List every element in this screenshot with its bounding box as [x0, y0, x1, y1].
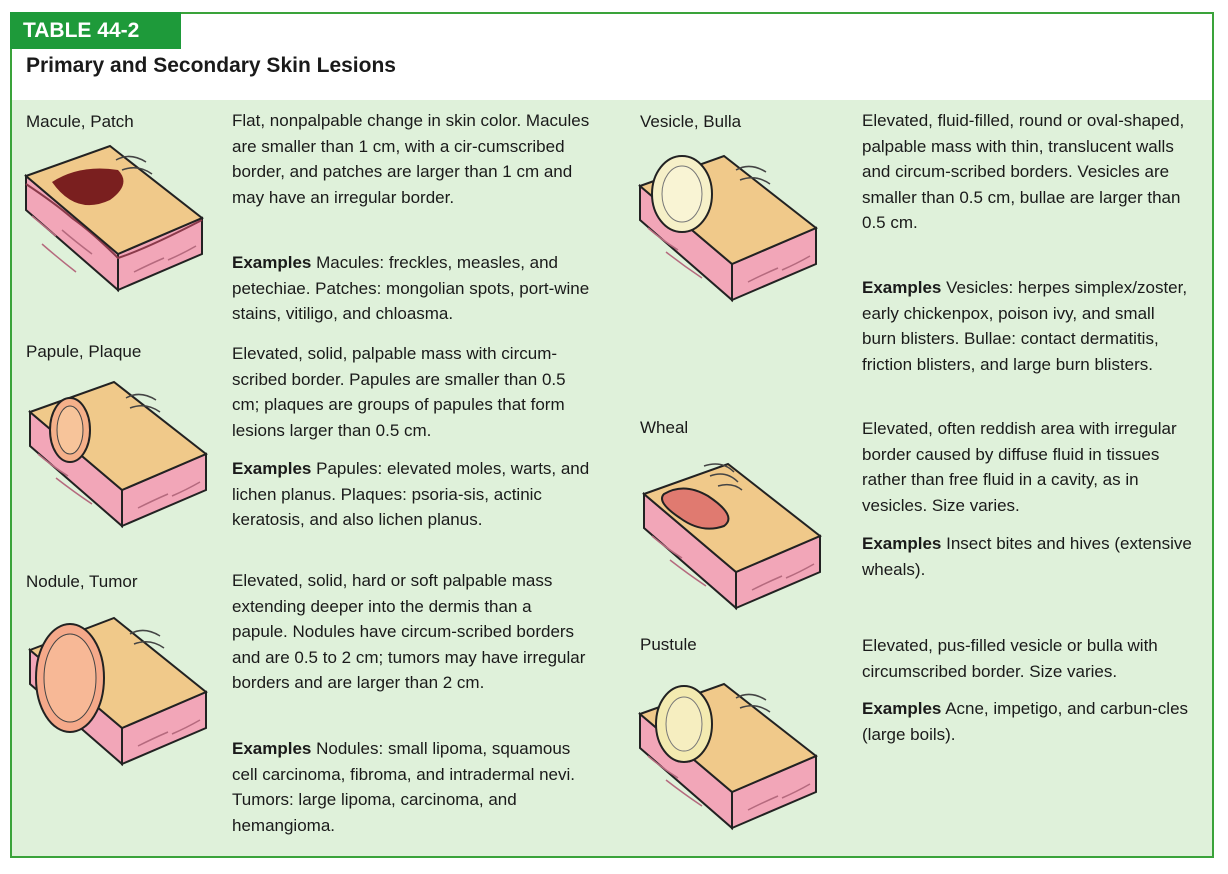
lesion-description: Elevated, solid, palpable mass with circ…	[232, 344, 566, 440]
examples-label: Examples	[232, 739, 312, 758]
lesion-description: Flat, nonpalpable change in skin color. …	[232, 111, 590, 207]
macule-patch-icon	[24, 144, 204, 293]
lesion-description: Elevated, fluid-filled, round or oval-sh…	[862, 111, 1185, 232]
examples-text: Insect bites and hives (extensive wheals…	[862, 534, 1192, 579]
examples-text: Vesicles: herpes simplex/zoster, early c…	[862, 278, 1188, 374]
lesion-description: Elevated, often reddish area with irregu…	[862, 419, 1177, 515]
table-title: Primary and Secondary Skin Lesions	[26, 54, 396, 77]
examples-text: Acne, impetigo, and carbun-cles (large b…	[862, 699, 1189, 744]
lesion-name: Pustule	[640, 635, 697, 654]
pustule-icon	[638, 682, 818, 831]
examples-text: Nodules: small lipoma, squamous cell car…	[232, 739, 575, 835]
lesion-examples: Examples Acne, impetigo, and carbun-cles…	[862, 696, 1192, 747]
lesion-examples: Examples Nodules: small lipoma, squamous…	[232, 736, 592, 838]
examples-label: Examples	[862, 699, 942, 718]
table-tag: TABLE 44-2	[10, 12, 181, 49]
examples-label: Examples	[862, 534, 942, 553]
papule-plaque-icon	[28, 380, 208, 529]
lesion-name: Macule, Patch	[26, 112, 134, 131]
examples-label: Examples	[232, 253, 312, 272]
examples-text: Papules: elevated moles, warts, and lich…	[232, 459, 590, 529]
lesion-panel: Macule, Patch Flat, nonpalpable change i…	[12, 100, 1212, 856]
nodule-tumor-icon	[28, 616, 208, 767]
lesion-name: Papule, Plaque	[26, 342, 142, 361]
vesicle-bulla-icon	[638, 154, 818, 303]
lesion-name: Nodule, Tumor	[26, 572, 138, 591]
lesion-name: Vesicle, Bulla	[640, 112, 742, 131]
examples-text: Macules: freckles, measles, and petechia…	[232, 253, 590, 323]
lesion-description: Elevated, solid, hard or soft palpable m…	[232, 571, 586, 692]
lesion-examples: Examples Insect bites and hives (extensi…	[862, 531, 1192, 582]
lesion-examples: Examples Papules: elevated moles, warts,…	[232, 456, 592, 533]
lesion-description: Elevated, pus-filled vesicle or bulla wi…	[862, 636, 1158, 681]
wheal-icon	[642, 462, 822, 611]
examples-label: Examples	[862, 278, 942, 297]
examples-label: Examples	[232, 459, 312, 478]
lesion-name: Wheal	[640, 418, 689, 437]
lesion-examples: Examples Macules: freckles, measles, and…	[232, 250, 592, 327]
lesion-examples: Examples Vesicles: herpes simplex/zoster…	[862, 275, 1192, 377]
